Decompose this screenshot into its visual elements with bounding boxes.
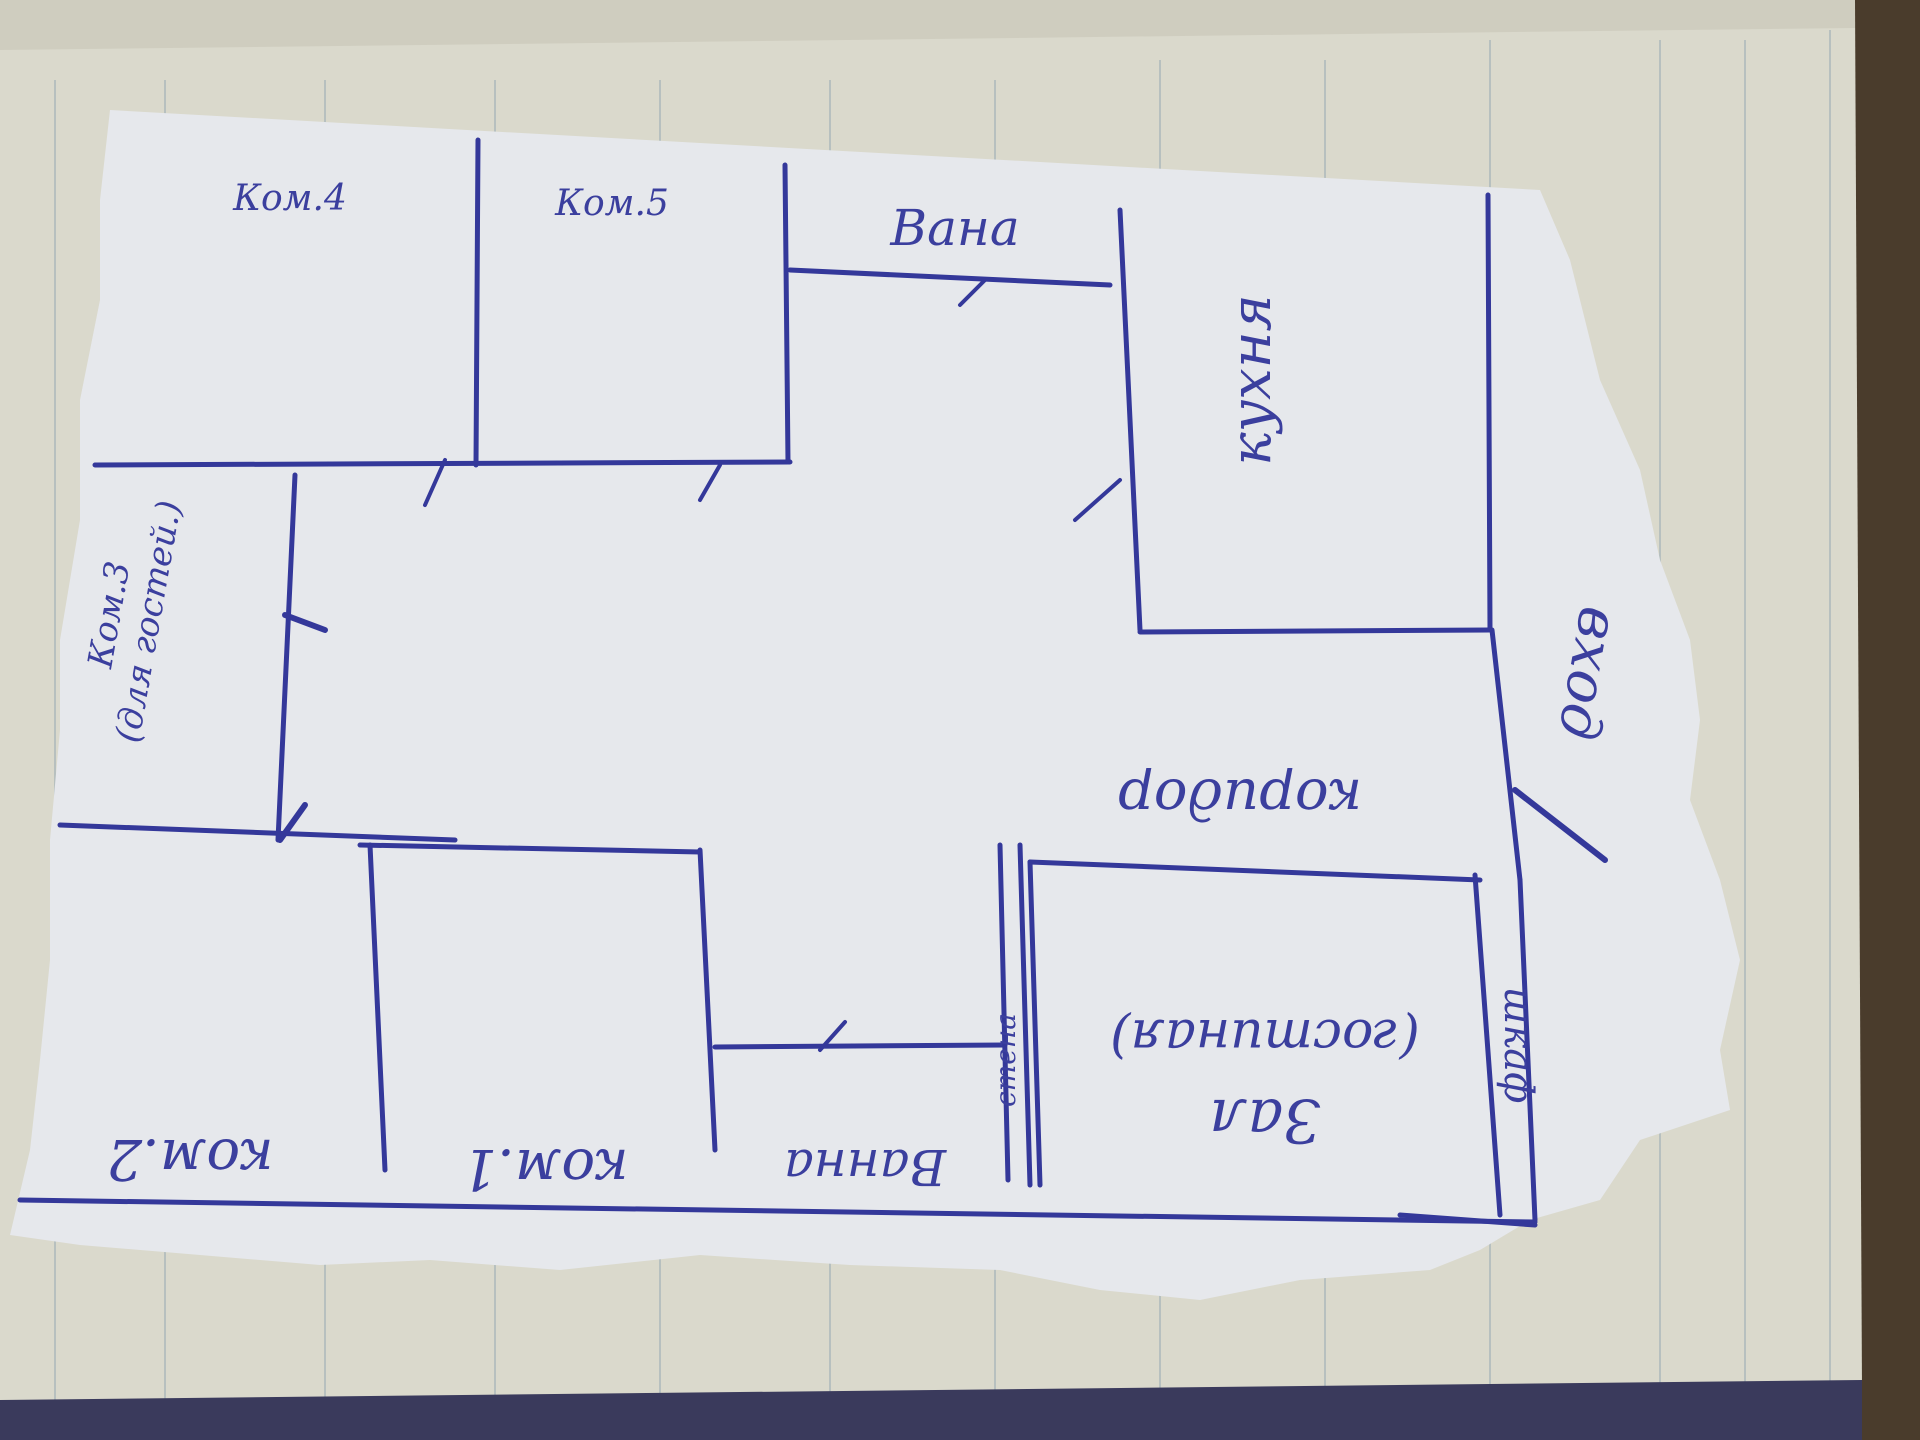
corridor-label: коридор: [1118, 766, 1362, 831]
wall-note-label: стена: [989, 1013, 1022, 1107]
room-1-label: ком.1: [461, 1136, 628, 1201]
bathroom-bottom-label: Ванна: [784, 1138, 947, 1196]
kitchen-label: кухня: [1219, 294, 1284, 465]
floor-plan-walls: [17, 137, 1608, 1228]
room-4-label: Ком.4: [232, 178, 347, 219]
hall-label: Зал: [1209, 1085, 1320, 1155]
room-5-label: Ком.5: [554, 183, 669, 224]
notebook-top-edge: [0, 0, 1855, 50]
hall-note: (гостиная): [1110, 1007, 1420, 1067]
wardrobe-label: шкаф: [1495, 987, 1541, 1104]
paper-sheet: [10, 110, 1740, 1300]
hall-label-group: Зал (гостиная): [1110, 1007, 1420, 1155]
room-2-label: ком.2: [106, 1126, 273, 1191]
bathroom-top-label: Вана: [889, 199, 1019, 257]
notebook-cover-strip: [0, 1380, 1862, 1440]
